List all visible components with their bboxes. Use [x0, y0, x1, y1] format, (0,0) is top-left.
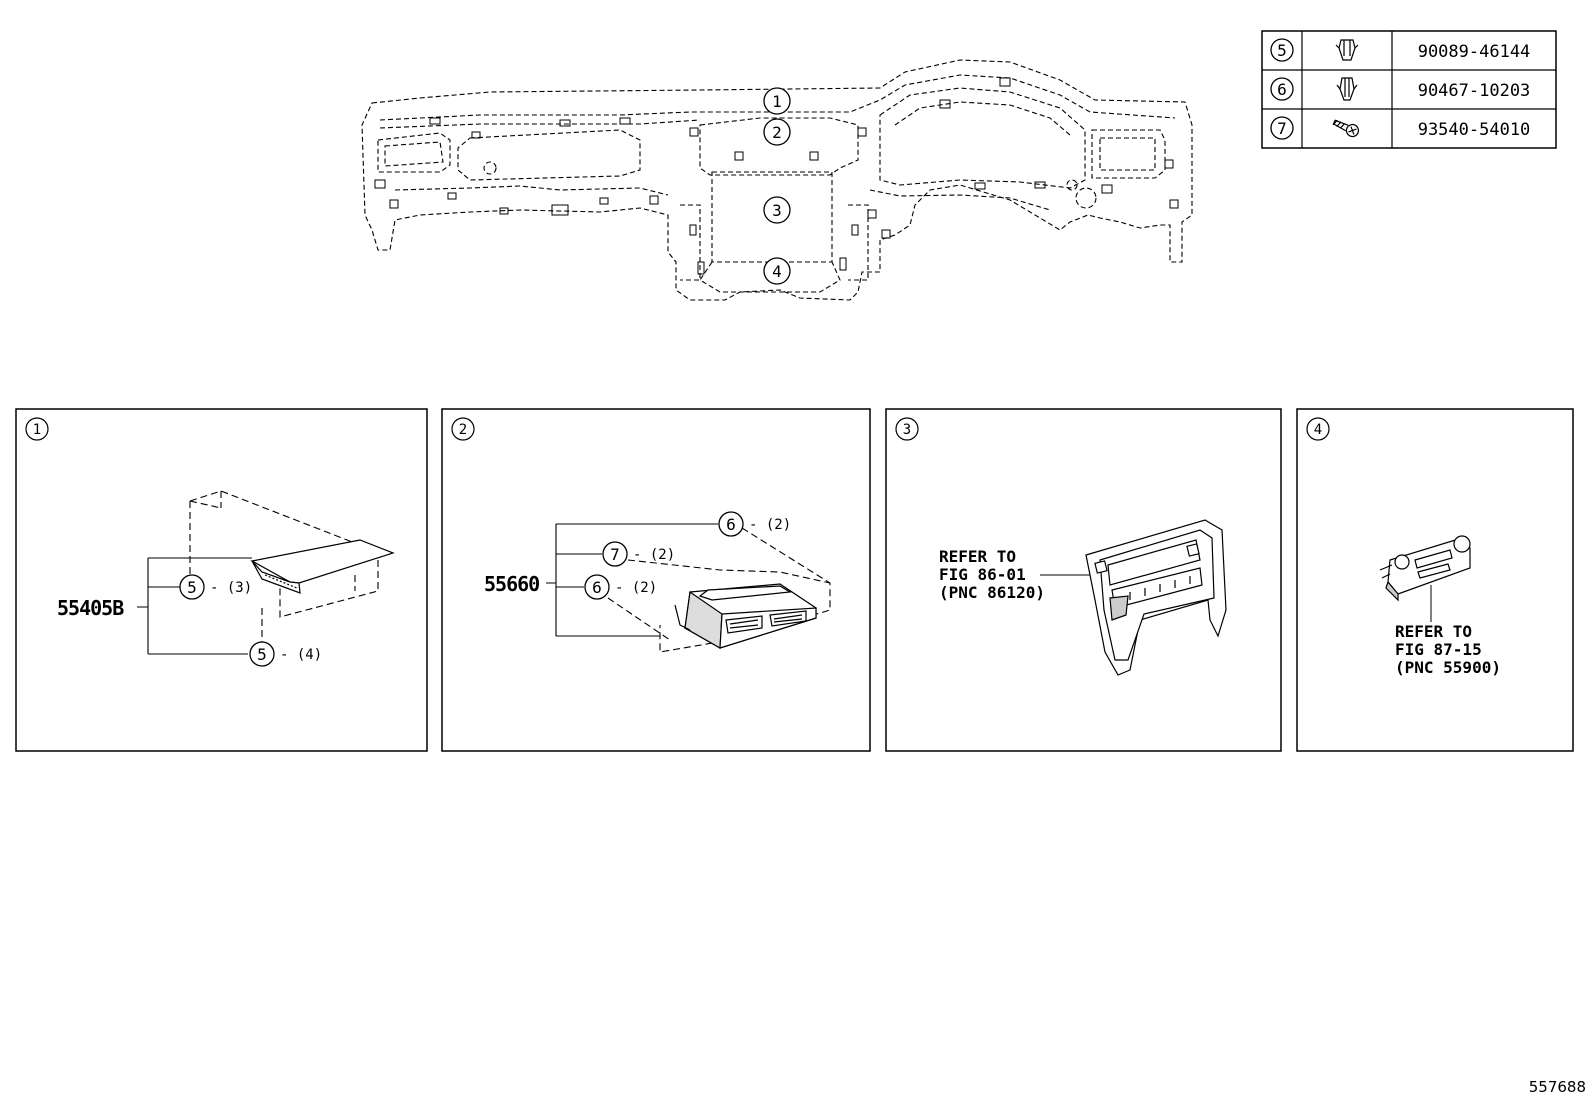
fastener-callout: 7 - (2) [602, 541, 675, 567]
panel-number: 4 [1314, 422, 1322, 438]
callout-quantity: - (3) [210, 580, 252, 596]
overview-callout-number: 4 [772, 262, 782, 281]
callout-quantity: - (4) [280, 647, 322, 663]
detail-panel-2: 2 55660 6 - (2) 7 - (2 [441, 408, 871, 752]
overview-callout: 1 [763, 87, 791, 115]
part-number-label: 55405B [57, 596, 124, 620]
callout-number: 6 [726, 515, 736, 534]
legend-row: 5 90089-46144 [1270, 38, 1531, 62]
clip-icon [1335, 39, 1359, 61]
legend-part-number: 90089-46144 [1418, 42, 1531, 62]
reference-note-line: FIG 86-01 [939, 565, 1026, 584]
legend-number: 5 [1277, 41, 1287, 60]
part-number-label: 55660 [484, 572, 539, 596]
fastener-callout: 5 - (4) [249, 641, 322, 667]
reference-note-line: FIG 87-15 [1395, 640, 1482, 659]
dashboard-mounting-tabs [374, 77, 1179, 275]
legend-number: 7 [1277, 119, 1287, 138]
callout-number: 5 [257, 645, 267, 664]
callout-number: 7 [610, 545, 620, 564]
heater-control-panel-part [1379, 535, 1471, 602]
panel-number: 3 [903, 422, 911, 438]
detail-panel-1: 1 55405B 5 - (3) 5 - (4) [15, 408, 428, 752]
overview-callout-number: 1 [772, 92, 782, 111]
callout-quantity: - (2) [615, 580, 657, 596]
figure-id: 557688 [1529, 1078, 1586, 1096]
legend-row: 6 90467-10203 [1270, 77, 1531, 101]
fastener-callout: 5 - (3) [179, 574, 252, 600]
callout-quantity: - (2) [633, 547, 675, 563]
overview-callout: 2 [763, 118, 791, 146]
fastener-callout: 6 - (2) [718, 511, 791, 537]
fastener-callout: 6 - (2) [584, 574, 657, 600]
callout-quantity: - (2) [749, 517, 791, 533]
legend-row: 7 93540-54010 [1270, 116, 1531, 140]
panel-number: 2 [459, 422, 467, 438]
leader-lines [137, 557, 252, 655]
detail-panel-3: 3 REFER TO FIG 86-01 (PNC 86120) [885, 408, 1282, 752]
fastener-legend-table: 5 90089-46144 6 90467-10203 7 [1261, 30, 1557, 149]
leader-lines [546, 523, 718, 637]
reference-note-line: REFER TO [939, 547, 1016, 566]
overview-callout: 3 [763, 196, 791, 224]
legend-part-number: 93540-54010 [1418, 120, 1531, 140]
center-panel-bezel-part [1085, 519, 1227, 676]
legend-part-number: 90467-10203 [1418, 81, 1531, 101]
reference-note-line: (PNC 55900) [1395, 658, 1501, 677]
detail-panel-4: 4 REFER TO FIG 87-15 (PNC 55900) [1296, 408, 1574, 752]
overview-callout: 4 [763, 257, 791, 285]
overview-callout-number: 3 [772, 201, 782, 220]
screw-icon [1332, 119, 1360, 138]
panel-number: 1 [33, 422, 41, 438]
reference-note-line: (PNC 86120) [939, 583, 1045, 602]
clip-icon [1336, 77, 1358, 101]
reference-note-line: REFER TO [1395, 622, 1472, 641]
overview-callout-number: 2 [772, 123, 782, 142]
center-vent-register-part [674, 583, 817, 650]
top-trim-panel-part [250, 539, 395, 594]
legend-number: 6 [1277, 80, 1287, 99]
callout-number: 6 [592, 578, 602, 597]
callout-number: 5 [187, 578, 197, 597]
